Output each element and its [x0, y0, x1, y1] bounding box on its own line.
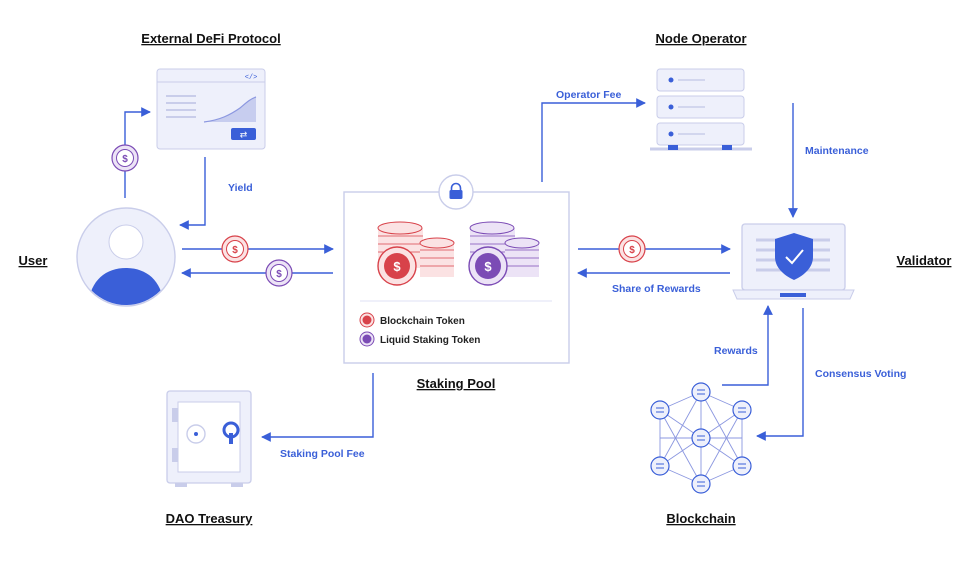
label-staking-pool-fee: Staking Pool Fee: [280, 448, 365, 460]
label-consensus-voting: Consensus Voting: [815, 368, 906, 380]
server-rack-icon: [650, 68, 752, 151]
svg-text:Liquid Staking Token: Liquid Staking Token: [380, 335, 480, 346]
dao-safe-icon: [166, 390, 252, 487]
legend-blockchain-token: Blockchain Token: [359, 312, 465, 328]
svg-text:$: $: [276, 269, 282, 280]
staking-pool-panel: $ $ Blockchain Token Liquid: [343, 174, 570, 364]
label-share-of-rewards: Share of Rewards: [612, 283, 701, 295]
svg-text:$: $: [393, 259, 401, 274]
label-rewards: Rewards: [714, 345, 758, 357]
label-maintenance: Maintenance: [805, 145, 869, 157]
shield-check-icon: [775, 233, 813, 280]
title-external-defi-protocol: External DeFi Protocol: [141, 31, 280, 46]
title-validator: Validator: [897, 253, 952, 268]
blockchain-network-icon: [650, 382, 752, 494]
title-node-operator: Node Operator: [655, 31, 746, 46]
arrow-yield: [179, 157, 206, 230]
title-blockchain: Blockchain: [666, 511, 735, 526]
svg-text:$: $: [232, 245, 238, 256]
svg-text:⇄: ⇄: [240, 130, 248, 140]
title-user: User: [19, 253, 48, 268]
arrow-staking-pool-fee: [261, 373, 374, 442]
arrow-consensus-voting: [756, 308, 804, 441]
coin-user-to-defi-icon: $: [111, 144, 139, 172]
svg-text:$: $: [122, 154, 128, 165]
svg-text:Blockchain Token: Blockchain Token: [380, 316, 465, 327]
liquid-staking-token-stack-icon: $: [468, 221, 540, 286]
title-staking-pool: Staking Pool: [417, 376, 496, 391]
svg-text:$: $: [629, 245, 635, 256]
validator-laptop-icon: [732, 223, 855, 300]
defi-browser-icon: </> ⇄: [156, 68, 266, 150]
legend-liquid-staking-token: Liquid Staking Token: [359, 331, 480, 347]
title-dao-treasury: DAO Treasury: [166, 511, 253, 526]
arrow-rewards: [722, 305, 773, 386]
blockchain-token-stack-icon: $: [377, 221, 455, 286]
coin-deposit-icon: $: [221, 235, 249, 263]
label-yield: Yield: [228, 182, 253, 194]
svg-text:$: $: [484, 259, 492, 274]
code-tag-icon: </>: [245, 74, 258, 82]
arrow-operator-fee: [541, 98, 646, 182]
label-operator-fee: Operator Fee: [556, 89, 622, 101]
coin-pool-to-validator-icon: $: [618, 235, 646, 263]
swap-icon: [231, 128, 256, 140]
lock-icon: [449, 182, 463, 199]
coin-lst-return-icon: $: [265, 259, 293, 287]
user-avatar-icon: [76, 207, 176, 307]
